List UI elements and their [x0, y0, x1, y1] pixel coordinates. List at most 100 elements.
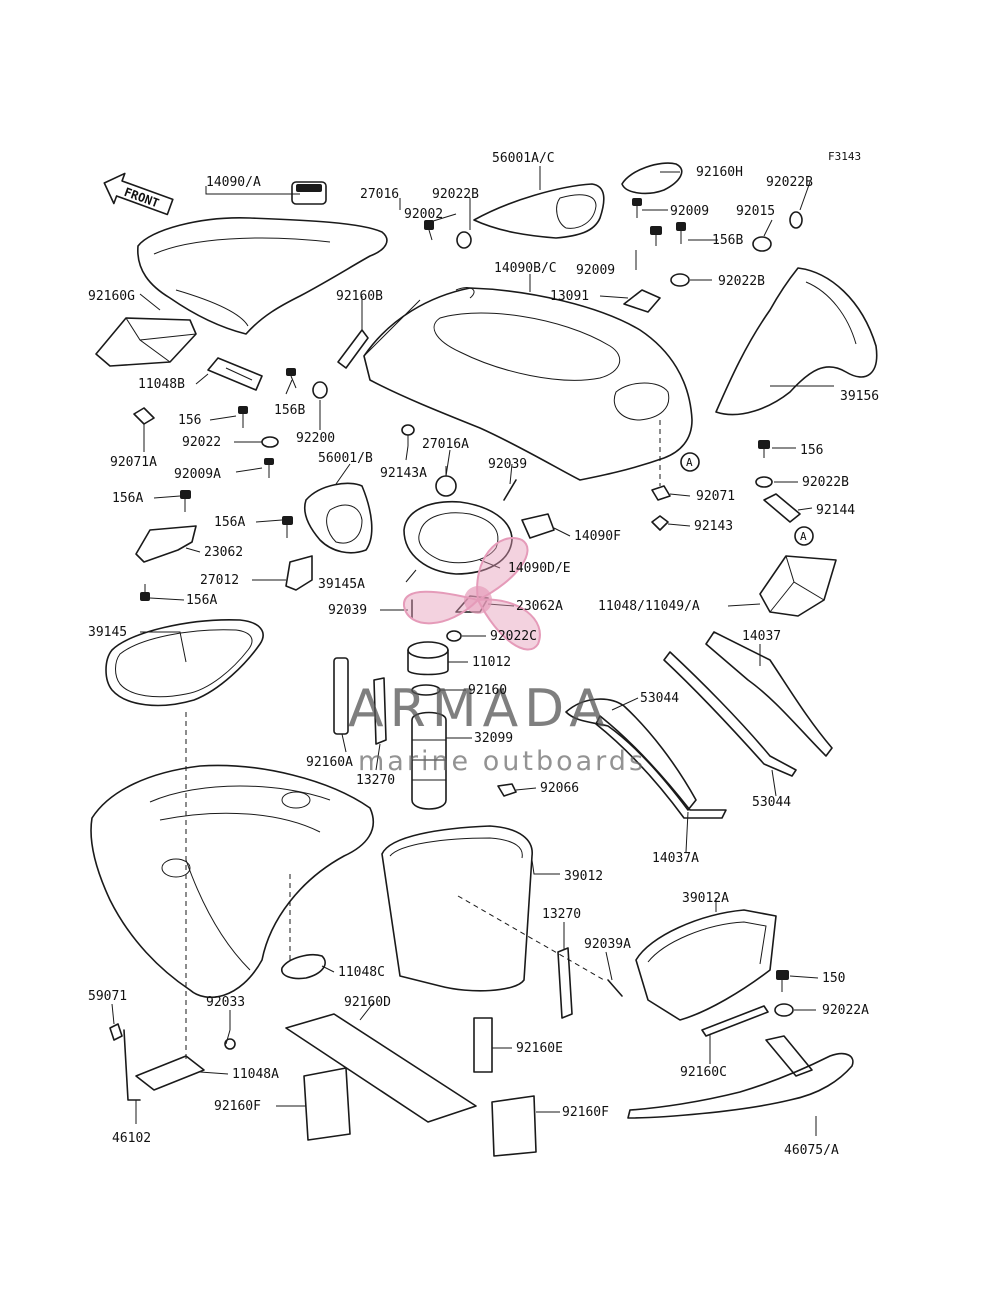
tube-32099-ribs — [412, 739, 446, 781]
part-label: 14037 — [742, 629, 781, 644]
knob-27016a — [435, 475, 457, 497]
grommet-92143 — [651, 515, 669, 531]
part-label: 92160F — [214, 1099, 261, 1114]
part-label: 11048A — [232, 1067, 279, 1082]
clip-92071a — [133, 407, 155, 425]
bolt-150 — [776, 970, 789, 992]
pad-92160h — [621, 162, 683, 195]
propeller-logo-icon — [402, 537, 541, 651]
watermark-brand: ARMADA — [348, 679, 611, 739]
mirror-56001-b-glass — [326, 504, 363, 544]
part-label: 156B — [712, 233, 743, 248]
clip-14090f — [521, 513, 555, 539]
bracket-13091 — [623, 289, 661, 313]
part-label: 92143A — [380, 466, 427, 481]
pad-92160g — [95, 317, 197, 367]
part-label: 92066 — [540, 781, 579, 796]
bolt-92009-mid — [650, 226, 662, 246]
part-label: 92022B — [432, 187, 479, 202]
part-label: 92022B — [766, 175, 813, 190]
part-label: 14090D/E — [508, 561, 571, 576]
hull-port-2 — [161, 858, 191, 878]
part-label: 156B — [274, 403, 305, 418]
grab-rail-46075-a-bracket — [765, 1035, 813, 1077]
part-label: 150 — [822, 971, 845, 986]
part-label: 46102 — [112, 1131, 151, 1146]
grab-rail-46075-a — [627, 1052, 854, 1119]
part-label: 39145 — [88, 625, 127, 640]
reference-marker-a-upper-label: A — [686, 456, 693, 469]
part-label: 13270 — [542, 907, 581, 922]
strip-92160b — [337, 329, 369, 369]
bolt-156a-top — [180, 490, 191, 512]
leader-lines — [111, 166, 834, 1136]
reference-marker-a-lower-label: A — [800, 530, 807, 543]
part-label: 39012 — [564, 869, 603, 884]
washer-92022b-mid — [670, 273, 690, 287]
hull-body-inner — [149, 785, 331, 971]
plate-13270-upper — [373, 677, 387, 745]
sheet-92160d — [285, 1013, 477, 1123]
grommet-92066 — [497, 783, 517, 797]
part-label: 92160G — [88, 289, 135, 304]
hull-body — [90, 764, 375, 999]
part-label: 13270 — [356, 773, 395, 788]
rail-14037a — [565, 698, 697, 811]
seal-39145-inner — [115, 629, 253, 698]
clip-92144 — [763, 493, 801, 523]
strip-92160c — [701, 1005, 769, 1037]
part-label: 92160H — [696, 165, 743, 180]
part-label: 23062A — [516, 599, 563, 614]
clip-59071 — [109, 1023, 123, 1041]
part-label: 92002 — [404, 207, 443, 222]
seal-39145 — [105, 619, 264, 707]
part-label: 92022C — [490, 629, 537, 644]
plate-11048a — [135, 1055, 205, 1091]
hatch-latch-top — [296, 184, 322, 192]
alignment-lines — [185, 420, 661, 1060]
part-label: 156 — [800, 443, 823, 458]
side-cover-39156 — [715, 267, 878, 416]
tube-32099 — [411, 711, 447, 810]
part-label: 92033 — [206, 995, 245, 1010]
part-label: 92022B — [802, 475, 849, 490]
sheet-92160f-right — [491, 1095, 537, 1157]
part-label: 92144 — [816, 503, 855, 518]
bracket-11048b — [207, 357, 263, 391]
bolt-92033 — [224, 1029, 236, 1050]
part-label: 56001A/C — [492, 151, 555, 166]
handle-pad-14090d-e — [403, 500, 513, 575]
part-label: 92009 — [576, 263, 615, 278]
front-hatch-cover — [137, 217, 388, 335]
bin-39012a — [635, 909, 777, 1021]
part-label: 14090F — [574, 529, 621, 544]
deck-cover-14090b-c — [363, 287, 693, 481]
bin-39012a-rim — [647, 921, 767, 965]
part-label: 92160B — [336, 289, 383, 304]
washer-92022 — [261, 436, 279, 448]
part-label: 92071 — [696, 489, 735, 504]
deck-cover-opening-rear — [613, 382, 670, 421]
front-hatch-cover-inner — [153, 237, 331, 327]
part-label: 92160A — [306, 755, 353, 770]
deck-cover-opening-mid — [433, 312, 621, 381]
part-label: 92071A — [110, 455, 157, 470]
part-label: 59071 — [88, 989, 127, 1004]
part-label: 92039 — [328, 603, 367, 618]
bolt-156b-right — [676, 222, 686, 244]
part-label: 92009 — [670, 204, 709, 219]
plate-13270-lower — [557, 947, 573, 1019]
part-label: 14090/A — [206, 175, 261, 190]
mirror-56001a-c — [473, 183, 605, 239]
part-label: 156A — [186, 593, 217, 608]
bin-39012 — [381, 825, 533, 992]
pin-92039-upper — [503, 479, 517, 501]
part-label: 23062 — [204, 545, 243, 560]
bolt-92002 — [424, 220, 434, 241]
part-number-labels: 14090/A 27016 92022B 56001A/C 92160H 920… — [88, 151, 879, 1158]
part-label: 11048B — [138, 377, 185, 392]
part-label: 27012 — [200, 573, 239, 588]
cable-46102 — [123, 1029, 141, 1101]
part-label: 92160 — [468, 683, 507, 698]
